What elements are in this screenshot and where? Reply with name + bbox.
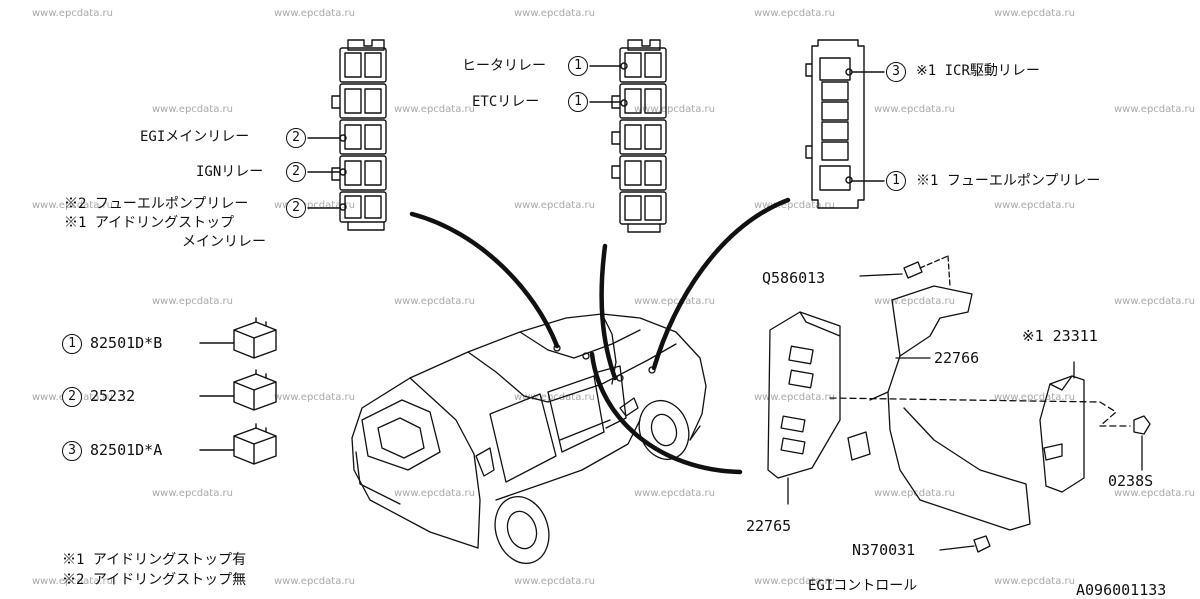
watermark-text: www.epcdata.ru: [1114, 104, 1195, 115]
label-egi-main-relay: EGIメインリレー: [140, 129, 250, 145]
watermark-text: www.epcdata.ru: [514, 392, 595, 403]
center-title: EGIコントロール: [808, 578, 918, 594]
watermark-text: www.epcdata.ru: [32, 576, 113, 587]
right-relay-box: [805, 39, 885, 209]
callout-1-etc: 1: [568, 92, 588, 112]
part-label-ecm: 22765: [746, 517, 792, 535]
callout-1-fuel: 1: [886, 171, 906, 191]
label-note1-icr-relay: ※1 ICR駆動リレー: [916, 63, 1040, 79]
watermark-text: www.epcdata.ru: [994, 576, 1075, 587]
watermark-text: www.epcdata.ru: [634, 296, 715, 307]
label-note2-fuel-pump-relay: ※2 フューエルポンプリレー: [64, 196, 249, 212]
watermark-text: www.epcdata.ru: [1114, 488, 1195, 499]
diagram-code: A096001133: [1076, 581, 1167, 599]
callout-2-egi: 2: [286, 128, 306, 148]
label-etc-relay: ETCリレー: [472, 94, 540, 110]
watermark-text: www.epcdata.ru: [754, 576, 835, 587]
part-label-bolt: Q586013: [762, 269, 826, 287]
legend-callout-3: 3: [62, 441, 82, 461]
watermark-text: www.epcdata.ru: [394, 296, 475, 307]
callout-2-fuel: 2: [286, 198, 306, 218]
legend-callout-2: 2: [62, 387, 82, 407]
legend-part-82501DA: 82501D*A: [90, 441, 163, 459]
legend-relays: [199, 317, 277, 465]
label-note1-fuel-pump-relay: ※1 フューエルポンプリレー: [916, 173, 1101, 189]
part-label-bracket: 22766: [934, 349, 980, 367]
watermark-text: www.epcdata.ru: [754, 8, 835, 19]
watermark-text: www.epcdata.ru: [514, 8, 595, 19]
watermark-text: www.epcdata.ru: [874, 104, 955, 115]
watermark-text: www.epcdata.ru: [754, 392, 835, 403]
watermark-text: www.epcdata.ru: [1114, 296, 1195, 307]
label-note1-idling-stop: ※1 アイドリングストップ: [64, 215, 235, 231]
watermark-text: www.epcdata.ru: [274, 200, 355, 211]
watermark-text: www.epcdata.ru: [274, 576, 355, 587]
watermark-text: www.epcdata.ru: [514, 200, 595, 211]
part-label-ecu-note: ※1 23311: [1022, 327, 1098, 345]
label-heater-relay: ヒータリレー: [462, 58, 546, 74]
callout-1-heater: 1: [568, 56, 588, 76]
watermark-text: www.epcdata.ru: [874, 296, 955, 307]
watermark-text: www.epcdata.ru: [874, 488, 955, 499]
watermark-text: www.epcdata.ru: [394, 488, 475, 499]
watermark-text: www.epcdata.ru: [514, 576, 595, 587]
part-label-nut: 0238S: [1108, 472, 1154, 490]
legend-part-82501DB: 82501D*B: [90, 334, 163, 352]
footnote-2: ※2 アイドリングストップ無: [62, 572, 247, 588]
callout-3-icr: 3: [886, 62, 906, 82]
watermark-text: www.epcdata.ru: [634, 104, 715, 115]
ecu-assembly: [767, 255, 1151, 553]
callout-2-ign: 2: [286, 162, 306, 182]
center-relay-block: [589, 39, 667, 233]
watermark-text: www.epcdata.ru: [634, 488, 715, 499]
part-label-clip: N370031: [852, 541, 916, 559]
watermark-text: www.epcdata.ru: [394, 104, 475, 115]
legend-part-25232: 25232: [90, 387, 136, 405]
watermark-text: www.epcdata.ru: [994, 8, 1075, 19]
watermark-text: www.epcdata.ru: [994, 200, 1075, 211]
watermark-text: www.epcdata.ru: [754, 200, 835, 211]
watermark-text: www.epcdata.ru: [152, 296, 233, 307]
watermark-text: www.epcdata.ru: [152, 488, 233, 499]
legend-callout-1: 1: [62, 334, 82, 354]
watermark-text: www.epcdata.ru: [994, 392, 1075, 403]
watermark-text: www.epcdata.ru: [274, 392, 355, 403]
leader-curves: [409, 197, 791, 475]
watermark-text: www.epcdata.ru: [274, 8, 355, 19]
label-main-relay: メインリレー: [182, 234, 266, 250]
watermark-text: www.epcdata.ru: [32, 200, 113, 211]
car-illustration: [351, 313, 707, 564]
label-ign-relay: IGNリレー: [196, 164, 264, 180]
left-relay-block: [307, 39, 387, 231]
watermark-text: www.epcdata.ru: [32, 8, 113, 19]
watermark-text: www.epcdata.ru: [152, 104, 233, 115]
footnote-1: ※1 アイドリングストップ有: [62, 552, 247, 568]
